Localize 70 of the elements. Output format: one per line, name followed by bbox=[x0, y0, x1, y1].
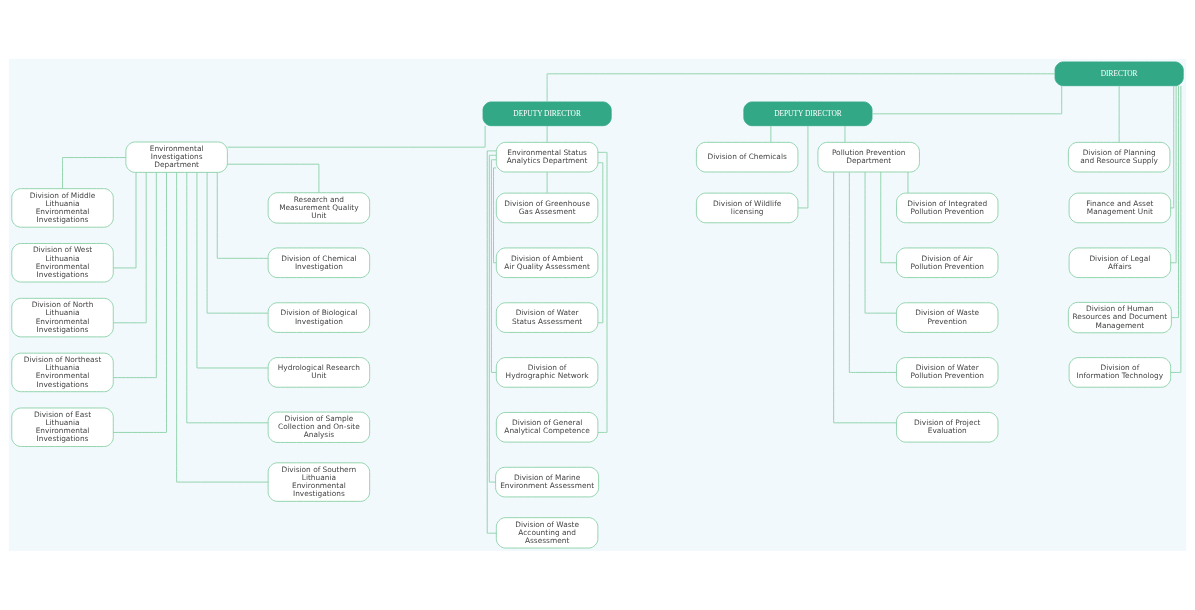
connector bbox=[486, 150, 497, 534]
connector bbox=[112, 172, 137, 269]
connector bbox=[546, 171, 548, 194]
node-box: Division of West Lithuania Environmental Investigations bbox=[11, 243, 114, 283]
connector bbox=[907, 171, 909, 194]
connector bbox=[112, 172, 147, 324]
connector bbox=[864, 171, 897, 314]
node-box: Division of Water Status Assessment bbox=[495, 302, 599, 333]
node-box: Division of Planning and Resource Supply bbox=[1067, 141, 1171, 173]
connector bbox=[226, 163, 320, 194]
node-box: Division of Integrated Pollution Prevention bbox=[896, 192, 999, 224]
node-box: Hydrological Research Unit bbox=[267, 357, 371, 388]
connector bbox=[216, 172, 269, 259]
node-box: Division of Ambient Air Quality Assessment bbox=[495, 247, 599, 279]
node-box: Division of Chemicals bbox=[695, 141, 799, 173]
node-box: Division of Project Evaluation bbox=[896, 412, 999, 443]
connector bbox=[1170, 85, 1177, 264]
node-box: Division of General Analytical Competence bbox=[495, 412, 599, 443]
node-box: Division of Biological Investigation bbox=[267, 302, 371, 333]
node-box: Division of Chemical Investigation bbox=[267, 247, 371, 279]
node-box: Research and Measurement Quality Unit bbox=[267, 192, 371, 224]
node-box: Division of Hydrographic Network bbox=[495, 357, 599, 388]
node-box: Division of Legal Affairs bbox=[1068, 247, 1172, 279]
connector bbox=[488, 154, 497, 483]
connector bbox=[1118, 85, 1120, 143]
node-box: DIRECTOR bbox=[1054, 61, 1184, 87]
node-box: Division of Middle Lithuania Environmental Investigations bbox=[11, 188, 114, 228]
node-box: Division of Marine Environment Assessment bbox=[495, 466, 600, 498]
node-box: Finance and Asset Management Unit bbox=[1068, 192, 1172, 224]
connector bbox=[227, 125, 486, 148]
connector bbox=[770, 125, 772, 143]
connector bbox=[597, 151, 608, 433]
connector bbox=[490, 159, 497, 373]
connector bbox=[797, 125, 809, 209]
node-box: Division of Sample Collection and On-site Analysis bbox=[267, 411, 371, 443]
node-box: Division of Waste Accounting and Assessment bbox=[495, 517, 599, 549]
node-box: Environmental Status Analytics Department bbox=[495, 141, 599, 173]
node-box: Division of Greenhouse Gas Assesment bbox=[495, 192, 599, 224]
connector bbox=[597, 162, 604, 324]
connector bbox=[196, 172, 269, 369]
connector bbox=[871, 85, 1063, 115]
connector bbox=[176, 171, 269, 483]
node-box: DEPUTY DIRECTOR bbox=[482, 101, 612, 127]
connector bbox=[112, 171, 167, 433]
connector bbox=[62, 157, 127, 190]
connector bbox=[206, 171, 269, 314]
node-box: Division of Information Technology bbox=[1068, 357, 1172, 388]
connector bbox=[833, 171, 897, 424]
node-box: Division of Water Pollution Prevention bbox=[896, 357, 999, 388]
node-box: DEPUTY DIRECTOR bbox=[743, 101, 873, 127]
node-box: Division of Air Pollution Prevention bbox=[896, 247, 999, 279]
connector bbox=[493, 167, 497, 264]
node-box: Division of Waste Prevention bbox=[896, 302, 999, 333]
connector bbox=[546, 125, 548, 143]
connector bbox=[546, 73, 1056, 103]
connector bbox=[113, 172, 157, 379]
connector bbox=[1170, 85, 1182, 373]
node-box: Division of Human Resources and Document Management bbox=[1067, 301, 1172, 334]
connector bbox=[848, 171, 897, 373]
node-box: Division of Wildlife licensing bbox=[695, 192, 799, 224]
connector bbox=[844, 125, 846, 143]
node-box: Pollution Prevention Department bbox=[817, 141, 920, 173]
connector bbox=[1170, 85, 1175, 209]
connector bbox=[1171, 85, 1179, 319]
node-box: Division of North Lithuania Environmental Investigations bbox=[11, 297, 114, 338]
node-box: Division of Northeast Lithuania Environmental Investigations bbox=[11, 352, 114, 393]
node-box: Environmental Investigations Department bbox=[125, 141, 228, 173]
connector bbox=[186, 171, 269, 424]
node-box: Division of East Lithuania Environmental Investigations bbox=[11, 407, 114, 447]
node-box: Division of Southern Lithuania Environmental Investigations bbox=[267, 462, 371, 502]
